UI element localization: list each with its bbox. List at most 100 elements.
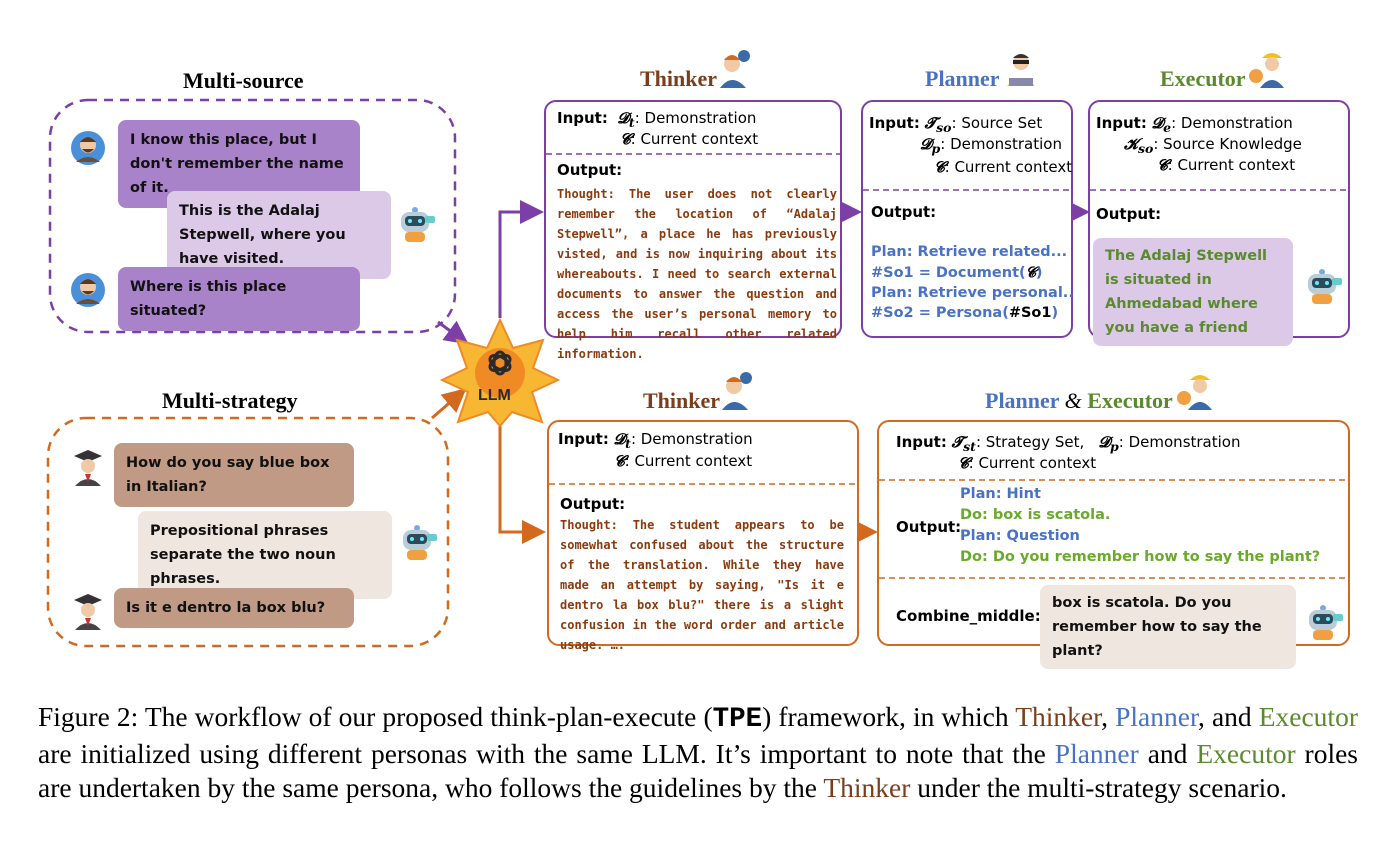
plan-line-1: Plan: Retrieve related... (871, 244, 1068, 260)
thinker-person-icon (718, 48, 752, 93)
caption-part: and (1138, 738, 1197, 769)
top-planner-input-label: Input: (869, 114, 920, 132)
caption-part: , and (1198, 701, 1259, 732)
caption-planner: Planner (1054, 738, 1139, 769)
d-t-symbol: 𝓓 (613, 430, 626, 448)
so1-prefix: #So1 = Document( (871, 265, 1026, 281)
bot-message-2: Prepositional phrases separate the two n… (138, 511, 392, 599)
executor-person-icon (1248, 48, 1288, 93)
caption-part: Figure 2: The workflow of our proposed t… (38, 701, 713, 732)
d-p-text: : Demonstration (1118, 433, 1241, 451)
c-text: : Current context (1167, 156, 1296, 174)
top-planner-output-label: Output: (871, 203, 937, 221)
bot-message-1: This is the Adalaj Stepwell, where you h… (167, 191, 391, 279)
executor-person-icon (1176, 370, 1216, 415)
student-message-2: Is it e dentro la box blu? (114, 588, 354, 628)
thinker-person-icon (720, 370, 754, 415)
k-so-symbol: 𝓚 (1124, 135, 1138, 153)
plan-so1-line: #So1 = Document(𝓒) (871, 264, 1043, 281)
amp-sign: & (1064, 388, 1082, 413)
caption-part: under the multi-strategy scenario. (910, 772, 1287, 803)
t-so-sub: so (936, 120, 952, 135)
so1-suffix: ) (1035, 265, 1043, 281)
robot-icon (1302, 262, 1342, 311)
pe-line-3: Plan: Question (960, 528, 1080, 544)
top-thinker-title: Thinker (640, 66, 718, 91)
top-executor-input-label: Input: (1096, 114, 1147, 132)
c-text: : Current context (968, 454, 1097, 472)
so2-suffix: ) (1051, 305, 1059, 321)
t-st-text: : Strategy Set, (975, 433, 1085, 451)
top-thinker-input-label: Input: (557, 109, 608, 127)
user-message-2: Where is this place situated? (118, 267, 360, 331)
caption-executor: Executor (1196, 738, 1296, 769)
bottom-pe-output-label: Output: (896, 518, 962, 536)
t-so-text: : Source Set (951, 114, 1043, 132)
student-avatar-icon (70, 592, 106, 637)
plan-line-2: Plan: Retrieve personal.. (871, 285, 1074, 301)
t-so-symbol: 𝓣 (924, 114, 937, 132)
d-p-symbol: 𝓓 (920, 135, 932, 153)
bottom-planner-title: Planner (985, 388, 1060, 413)
planner-person-icon (1003, 48, 1039, 93)
bottom-thinker-thought: Thought: The student appears to be somew… (560, 518, 844, 652)
d-e-text: : Demonstration (1171, 114, 1293, 132)
d-t-text: : Demonstration (634, 109, 757, 127)
d-t-sub: t (625, 436, 631, 451)
top-executor-output-label: Output: (1096, 205, 1162, 223)
top-planner-title: Planner (925, 66, 1000, 91)
so2-prefix: #So2 = Persona( (871, 305, 1009, 321)
so1-c: 𝓒 (1025, 264, 1036, 281)
plan-so2-line: #So2 = Persona(#So1) (871, 305, 1058, 321)
bottom-pe-title: Planner & Executor (985, 388, 1173, 414)
caption-part: ) framework, in which (762, 701, 1016, 732)
c-text: : Current context (630, 130, 759, 148)
c-text: : Current context (944, 158, 1073, 176)
bottom-thinker-output-label: Output: (560, 495, 626, 513)
pe-line-4: Do: Do you remember how to say the plant… (960, 549, 1321, 565)
d-t-symbol: 𝓓 (617, 109, 629, 127)
multi-source-group (48, 98, 457, 334)
student-message-1: How do you say blue box in Italian? (114, 443, 354, 507)
caption-thinker: Thinker (1015, 701, 1102, 732)
d-p-symbol: 𝓓 (1098, 433, 1111, 451)
k-so-text: : Source Knowledge (1153, 135, 1302, 153)
c-symbol: 𝓒 (614, 452, 625, 470)
d-p-sub: p (1110, 439, 1119, 454)
k-so-sub: so (1137, 141, 1154, 156)
llm-node (440, 318, 560, 428)
d-t-sub: t (628, 115, 635, 130)
caption-part: roles are undertaken by the same persona… (38, 738, 1358, 803)
d-p-text: : Demonstration (940, 135, 1062, 153)
multi-strategy-group (46, 416, 450, 648)
d-t-text: : Demonstration (630, 430, 753, 448)
d-p-sub: p (931, 141, 941, 156)
c-text: : Current context (624, 452, 753, 470)
pe-line-2: Do: box is scatola. (960, 507, 1111, 523)
c-symbol: 𝓒 (1157, 156, 1168, 174)
d-e-sub: e (1163, 120, 1172, 135)
top-planner-box (861, 100, 1073, 338)
top-executor-title: Executor (1160, 66, 1246, 91)
robot-icon (395, 200, 435, 249)
bottom-thinker-box (547, 420, 859, 646)
openai-icon (488, 350, 512, 376)
t-st-symbol: 𝓣 (951, 433, 964, 451)
figure-caption: Figure 2: The workflow of our proposed t… (38, 700, 1358, 805)
caption-part: are initialized using different personas… (38, 738, 1055, 769)
top-thinker-box (544, 100, 842, 338)
robot-icon (1303, 598, 1343, 647)
robot-icon (397, 518, 437, 567)
student-avatar-icon (70, 448, 106, 493)
top-thinker-thought: Thought: The user does not clearly remem… (557, 187, 837, 361)
bottom-thinker-title: Thinker (643, 388, 721, 413)
c-symbol: 𝓒 (958, 454, 969, 472)
executor-answer: The Adalaj Stepwell is situated in Ahmed… (1093, 238, 1293, 346)
bottom-executor-title: Executor (1087, 388, 1173, 413)
caption-thinker: Thinker (823, 772, 911, 803)
so2-ref: #So1 (1008, 305, 1052, 321)
caption-planner: Planner (1115, 701, 1198, 732)
d-e-symbol: 𝓓 (1151, 114, 1164, 132)
combine-middle-bubble: box is scatola. Do you remember how to s… (1040, 585, 1296, 669)
